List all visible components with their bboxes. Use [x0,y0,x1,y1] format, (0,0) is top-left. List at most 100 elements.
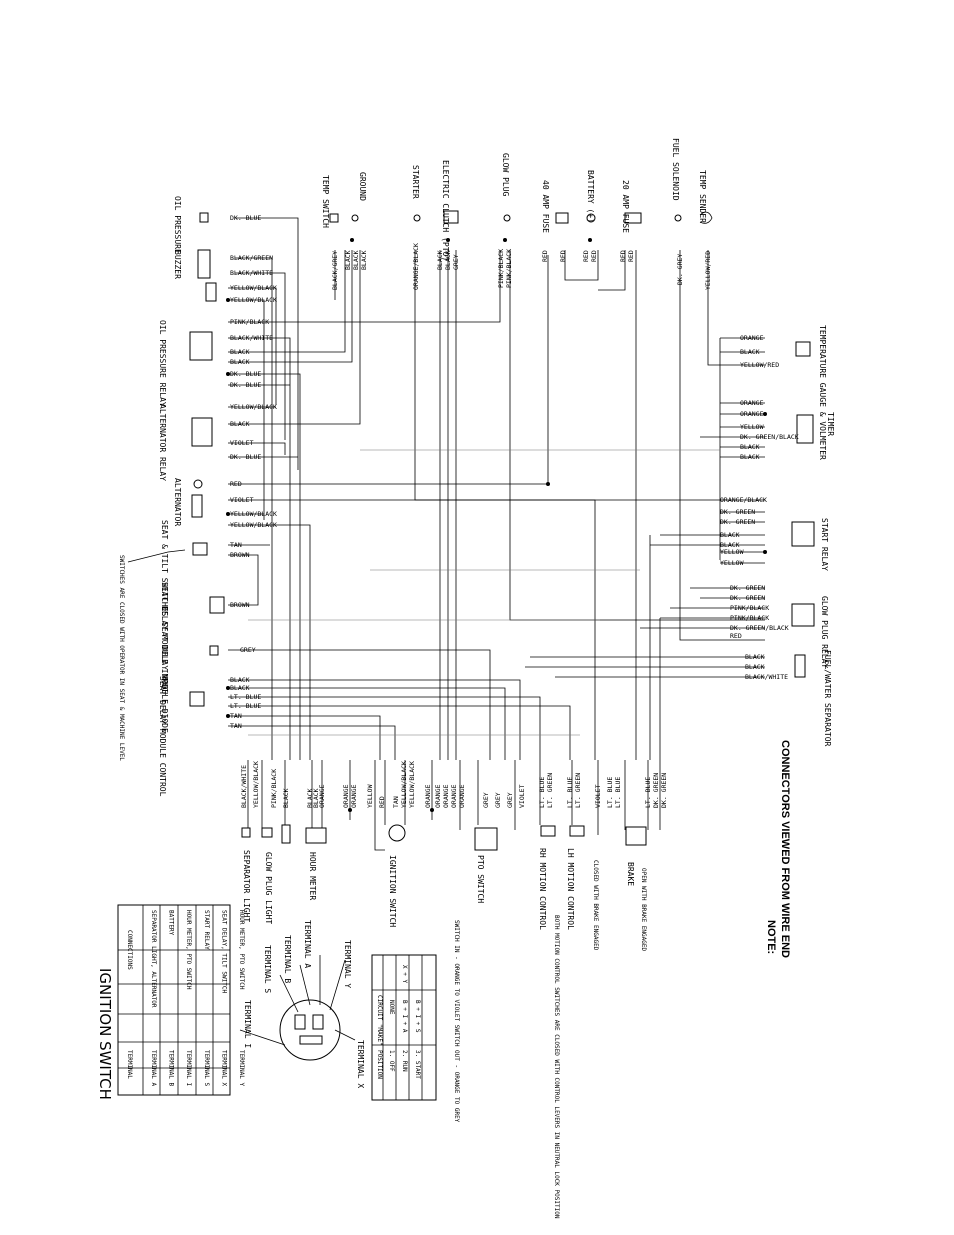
circuit-make-1: B + I + A [401,1000,408,1033]
start-relay-wire-0: ORANGE/BLACK [720,496,767,504]
rh-motion-control-label: RH MOTION CONTROL [538,848,547,930]
oil-pressure-label: OIL PRESSURE [173,196,182,254]
pto-wire-1: ORANGE [442,784,450,808]
glow-plug-terminal [503,214,511,222]
pto-wire-6: GREY [506,792,514,808]
ign-row-connection-0: SEPARATOR LIGHT, ALTERNATOR [150,910,157,1008]
ign-row-terminal-4: TERMINAL X [220,1050,227,1087]
oil-pressure-connector [199,212,209,223]
start-relay-wire-4: BLACK [720,541,740,549]
sep-light-connector [241,827,251,838]
timer-wire-1: ORANGE [740,410,764,418]
alternator-relay-label: ALTERNATOR RELAY [158,404,167,481]
glow-plug-relay-label: GLOW PLUG RELAY [820,596,829,668]
electric-clutch-label: ELECTRIC CLUTCH (PTO) [441,160,450,261]
fuse-20-label: 20 AMP FUSE [621,180,630,233]
timer-label: TIMER [826,412,835,436]
temp-gauge-connector [795,341,811,357]
ignition-wire-2: YELLOW [366,784,374,808]
circuit-make-0: NONE [388,1000,395,1015]
start-relay-wire-2: DK. GREEN [720,518,755,526]
ign-row-terminal-2: TERMINAL I [185,1050,192,1087]
separator-light-label: SEPARATOR LIGHT [242,850,251,922]
sep-light-wire-1: YELLOW/BLACK [252,761,260,808]
seat-switch-note-line: SWITCHES ARE CLOSED WITH OPERATOR IN SEA… [118,555,125,761]
pto-wire-3: ORANGE [458,784,466,808]
alt-relay-wire-3: DK. BLUE [230,453,261,461]
glow-light-lamp [281,824,291,844]
buzzer-connector [197,249,211,279]
buzzer-connector-2 [205,282,217,302]
terminal-label-3: TERMINAL A [303,920,312,968]
ign-row-connection-4: SEAT DELAY, TILT SWITCH [220,910,227,993]
fuel-water-wire-0: BLACK [745,653,765,661]
buzzer-wire-2: YELLOW/BLACK [230,284,277,292]
glow-plug-wire-1: PINK/BLACK [505,249,513,288]
seat-delay-control-wire-3: LT. BLUE [230,702,261,710]
alternator-relay-connector [191,417,213,447]
brake-wire-4: DK. GREEN [652,773,660,808]
timer-wire-2: YELLOW [740,423,764,431]
oil-pressure-relay-label: OIL PRESSURE RELAY [158,320,167,407]
brake-wire-5: DK. GREEN [660,773,668,808]
ignition-wire-3: RED [378,796,386,808]
alternator-wire-2: YELLOW/BLACK [230,510,277,518]
circuit-h-position: POSITION [376,1050,383,1079]
ign-row-terminal-1: TERMINAL B [168,1050,175,1087]
hour-meter-wire-0: BLACK [306,788,314,808]
note-text: CONNECTORS VIEWED FROM WIRE END [779,740,791,958]
clutch-wire-1: BLACK [444,250,452,270]
seat-delay-diode-label: SEAT DELAY MODULE DIODE [160,622,169,733]
temp-gauge-wire-2: YELLOW/RED [740,361,779,369]
fuse-40-connector [555,212,569,224]
battery-wire-0: RED [582,250,590,262]
seat-delay-input-connector [209,596,225,614]
rh-wire-0: LT. BLUE [538,777,546,808]
circuit-make-table [371,954,437,1101]
glow-relay-wire-1: DK. GREEN [730,594,765,602]
motion-note: BOTH MOTION CONTROL SWITCHES ARE CLOSED … [553,915,560,1219]
circuit-pos-1: 2. RUN [401,1050,408,1072]
hour-meter-connector [305,827,327,844]
glow-plug-wire-0: PINK/BLACK [497,249,505,288]
glow-plug-light-label: GLOW PLUG LIGHT [264,852,273,924]
seat-delay-control-wire-5: TAN [230,722,242,730]
brake-wire-0: VIOLET [594,784,602,808]
starter-wire-0: ORANGE/BLACK [412,243,420,290]
glow-relay-wire-2: PINK/BLACK [730,604,769,612]
oil-relay-wire-2: BLACK [230,348,250,356]
ignition-table-title: IGNITION SWITCH [96,968,114,1100]
ground-wire-0: BLACK [344,250,352,270]
oil-pressure-wire-0: DK. BLUE [230,214,261,222]
seat-delay-diode-wire-0: GREY [240,646,256,654]
brake-wire-2: LT. BLUE [614,777,622,808]
ignition-wire-1: ORANGE [350,784,358,808]
glow-relay-connector [791,603,815,627]
starter-terminal [413,214,421,222]
brake-wire-1: LT. BLUE [606,777,614,808]
fuse-40-wire-0: RED [541,250,549,262]
oil-pressure-relay-connector [189,331,213,361]
fuse-20-connector [624,212,642,224]
fuel-water-connector [794,654,806,678]
fuel-solenoid-terminal [674,214,682,222]
alternator-wire-1: VIOLET [230,496,254,504]
glow-relay-wire-4: DK. GREEN/BLACK [730,624,789,632]
pto-wire-0: ORANGE [434,784,442,808]
clutch-wire-0: BLACK [436,250,444,270]
col-connections: CONNECTIONS [126,930,133,970]
timer-wire-0: ORANGE [740,399,764,407]
fuel-solenoid-wire-0: DK. GREY [676,254,684,285]
ign-row-connection-1: BATTERY [168,910,175,936]
brake-connector [625,826,647,846]
buzzer-label: BUZZER [173,250,182,279]
glow-relay-wire-3: PINK/BLACK [730,614,769,622]
oil-relay-wire-3: BLACK [230,358,250,366]
start-relay-connector [791,521,815,547]
brake-label: BRAKE [626,862,635,886]
ignition-wire-5: YELLOW/BLACK [400,761,408,808]
start-relay-wire-1: DK. GREEN [720,508,755,516]
circuit-pos-0: 1. OFF [388,1050,395,1072]
temp-sender-wire-0: YELLOW/RED [704,251,712,290]
